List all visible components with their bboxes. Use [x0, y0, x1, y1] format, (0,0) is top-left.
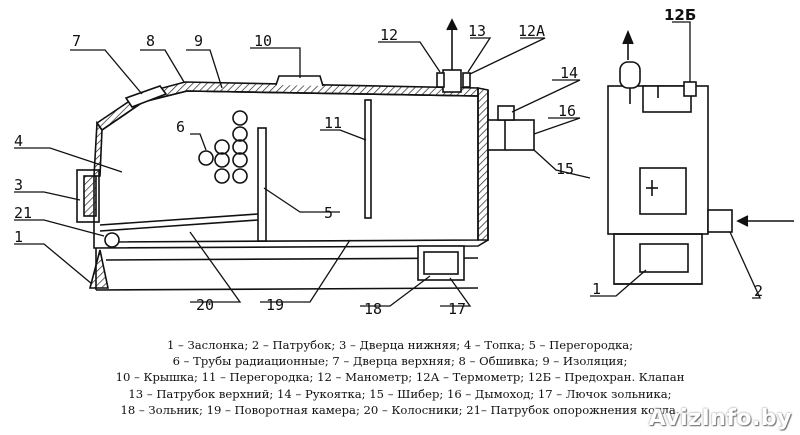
- callout-17: 17: [448, 300, 466, 318]
- manometer: [436, 72, 445, 88]
- callout-20: 20: [196, 296, 214, 314]
- callout-21: 21: [14, 204, 32, 222]
- callout-12a: 12А: [518, 22, 545, 40]
- callout-3: 3: [14, 176, 23, 194]
- callout-6: 6: [176, 118, 185, 136]
- upper-door: [124, 85, 168, 108]
- leader-lines: [14, 37, 591, 307]
- damper: [88, 249, 109, 289]
- callout-15: 15: [556, 160, 574, 178]
- casing-outline: [93, 90, 489, 249]
- callout-numbers: 7 8 9 10 4 6 11 3 21 1 5 20 19 18 17 12 …: [14, 6, 763, 318]
- firebox-outline: [101, 90, 479, 243]
- boiler-front-view: [607, 29, 794, 285]
- chimney: [487, 119, 535, 151]
- legend-line-3: 10 – Крышка; 11 – Перегородка; 12 – Мано…: [115, 370, 685, 385]
- side-pipe: [707, 209, 733, 233]
- callout-18: 18: [364, 300, 382, 318]
- callout-front-2: 2: [754, 282, 763, 300]
- thermometer: [462, 72, 471, 88]
- front-top-nozzle: [642, 85, 692, 113]
- callout-19: 19: [266, 296, 284, 314]
- callout-front-1: 1: [592, 280, 601, 298]
- partition-11: [364, 99, 372, 219]
- partition-5: [257, 127, 267, 242]
- callout-9: 9: [194, 32, 203, 50]
- callout-11: 11: [324, 114, 342, 132]
- callout-13: 13: [468, 22, 486, 40]
- insulation-right: [477, 87, 489, 241]
- drain-pipe: [104, 232, 120, 248]
- radiation-tubes: [198, 110, 248, 184]
- callout-14: 14: [560, 64, 578, 82]
- damper-handle: [497, 105, 515, 121]
- callout-5: 5: [324, 204, 333, 222]
- callout-12: 12: [380, 26, 398, 44]
- legend-line-5: 18 – Зольник; 19 – Поворотная камера; 20…: [120, 402, 680, 417]
- top-nozzle: [442, 69, 462, 93]
- boiler-section-view: [76, 18, 535, 291]
- legend-line-4: 13 – Патрубок верхний; 14 – Рукоятка; 15…: [128, 386, 672, 401]
- grate-line: [99, 213, 259, 226]
- front-door: [639, 167, 687, 215]
- callout-7: 7: [72, 32, 81, 50]
- callout-16: 16: [558, 102, 576, 120]
- legend: 1 – Заслонка; 2 – Патрубок; 3 – Дверца н…: [0, 337, 800, 418]
- callout-12b: 12Б: [664, 6, 696, 24]
- lower-door: [76, 169, 100, 223]
- lower-door-inner: [83, 175, 97, 217]
- callout-10: 10: [254, 32, 272, 50]
- watermark: AvizInfo.by: [648, 406, 792, 431]
- legend-line-2: 6 – Трубы радиационные; 7 – Дверца верхн…: [172, 354, 628, 369]
- callout-8: 8: [146, 32, 155, 50]
- callout-1: 1: [14, 228, 23, 246]
- callout-4: 4: [14, 132, 23, 150]
- legend-line-1: 1 – Заслонка; 2 – Патрубок; 3 – Дверца н…: [166, 338, 634, 352]
- insulation-left: [93, 120, 103, 177]
- safety-valve: [619, 61, 641, 89]
- ash-door: [417, 245, 465, 281]
- ash-pan-floor: [95, 287, 479, 291]
